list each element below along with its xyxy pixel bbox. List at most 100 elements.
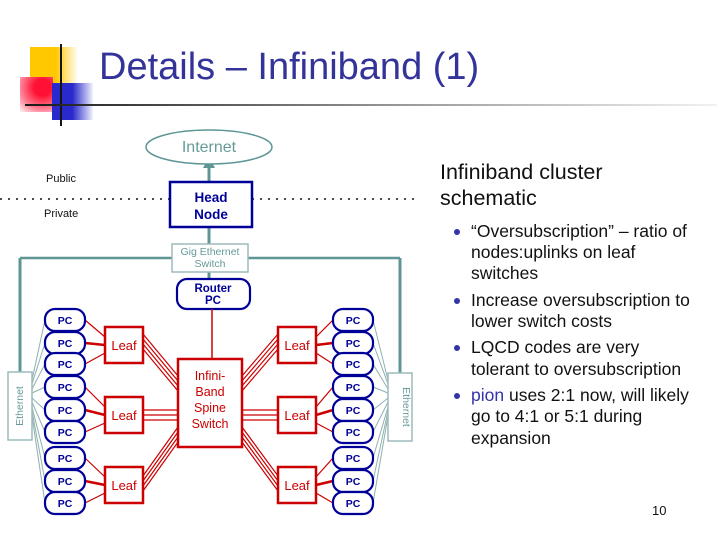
pc-label: PC	[346, 359, 361, 371]
leaf-spine-bundles	[142, 333, 279, 492]
pc-node: PC	[43, 445, 87, 471]
bullet-text: LQCD codes are very tolerant to oversubs…	[471, 337, 693, 380]
pc-label: PC	[346, 427, 361, 439]
pc-label: PC	[58, 453, 73, 465]
bullet-body: uses 2:1 now, will likely go to 4:1 or 5…	[471, 385, 689, 448]
page-number: 10	[652, 503, 667, 518]
pc-label: PC	[346, 382, 361, 394]
pc-label: PC	[58, 405, 73, 417]
leaf-label: Leaf	[111, 408, 137, 423]
bullet-item: Increase oversubscription to lower switc…	[454, 290, 712, 333]
content-heading: Infiniband cluster schematic	[440, 160, 603, 210]
ethernet-box-right: Ethernet	[387, 372, 413, 442]
bullet-item: “Oversubscription” – ratio of nodes:upli…	[454, 221, 712, 285]
slide-title: Details – Infiniband (1)	[99, 46, 480, 88]
ethernet-label: Ethernet	[400, 387, 412, 427]
pc-label: PC	[346, 338, 361, 350]
pc-label: PC	[346, 476, 361, 488]
bullet-dot-icon	[454, 393, 460, 399]
public-label: Public	[46, 173, 76, 185]
leaf-label: Leaf	[111, 338, 137, 353]
leaf-switch: Leaf	[276, 325, 318, 365]
bullet-highlight: pion	[471, 385, 505, 405]
pc-label: PC	[58, 476, 73, 488]
bullet-body: “Oversubscription” – ratio of nodes:upli…	[471, 220, 687, 284]
private-label: Private	[44, 208, 78, 220]
gig-ethernet-switch: Gig Ethernet Switch	[171, 243, 249, 273]
pc-label: PC	[346, 315, 361, 327]
leaf-label: Leaf	[284, 408, 310, 423]
pc-label: PC	[346, 498, 361, 510]
pc-label: PC	[58, 315, 73, 327]
bullet-dot-icon	[454, 345, 460, 352]
pc-node: PC	[331, 351, 375, 377]
router-pc-node: Router PC	[175, 277, 252, 311]
title-underline	[25, 104, 717, 106]
pc-node: PC	[331, 419, 375, 445]
leaf-label: Leaf	[284, 478, 310, 493]
pc-node: PC	[331, 445, 375, 471]
pc-label: PC	[58, 382, 73, 394]
infiniband-spine-switch: Infini- Band Spine Switch	[176, 357, 244, 449]
pc-node: PC	[331, 374, 375, 400]
pc-label: PC	[58, 359, 73, 371]
bullet-body: Increase oversubscription to lower switc…	[471, 289, 690, 331]
pc-node: PC	[43, 419, 87, 445]
deco-red-square	[20, 77, 53, 112]
pc-node: PC	[43, 490, 87, 516]
pc-node: PC	[43, 351, 87, 377]
head-node-label-1: Head	[194, 190, 227, 205]
pc-node: PC	[43, 374, 87, 400]
router-label-2: PC	[205, 295, 221, 307]
pc-label: PC	[346, 453, 361, 465]
internet-label: Internet	[182, 139, 237, 156]
spine-label-2: Band	[195, 385, 224, 399]
spine-label-1: Infini-	[195, 369, 226, 383]
pc-node: PC	[331, 307, 375, 333]
deco-vertical-line	[60, 44, 62, 126]
pc-label: PC	[58, 498, 73, 510]
internet-node: Internet	[145, 129, 273, 165]
leaf-switch: Leaf	[276, 465, 318, 505]
bullet-text: pion uses 2:1 now, will likely go to 4:1…	[471, 385, 693, 449]
pc-label: PC	[346, 405, 361, 417]
pc-node: PC	[43, 468, 87, 494]
pc-node: PC	[43, 397, 87, 423]
pc-node: PC	[331, 490, 375, 516]
leaf-switch: Leaf	[103, 395, 145, 435]
router-label-1: Router	[194, 283, 232, 295]
ethernet-box-left: Ethernet	[7, 371, 33, 441]
bullet-dot-icon	[454, 228, 460, 235]
pc-leaf-links-right	[315, 319, 334, 504]
pc-node: PC	[331, 468, 375, 494]
head-node-label-2: Node	[194, 207, 228, 222]
pc-label: PC	[58, 338, 73, 350]
spine-label-3: Spine	[194, 401, 226, 415]
pc-node: PC	[331, 330, 375, 356]
bullet-dot-icon	[454, 297, 460, 304]
network-diagram: Public Private Internet Head Node	[0, 129, 420, 516]
pc-node: PC	[43, 330, 87, 356]
gig-switch-label-2: Switch	[195, 258, 226, 270]
ethernet-label: Ethernet	[14, 386, 26, 426]
bullet-body: LQCD codes are very tolerant to oversubs…	[471, 337, 682, 379]
head-node: Head Node	[168, 180, 254, 229]
deco-blue-square	[52, 83, 93, 120]
leaf-switch: Leaf	[103, 465, 145, 505]
bullet-item: LQCD codes are very tolerant to oversubs…	[454, 337, 712, 380]
ethernet-fan-links	[31, 319, 389, 504]
pc-leaf-links-left	[84, 319, 106, 504]
public-private-boundary: Public Private	[0, 173, 420, 220]
leaf-label: Leaf	[111, 478, 137, 493]
spine-label-4: Switch	[192, 417, 229, 431]
pc-label: PC	[58, 427, 73, 439]
gig-switch-label-1: Gig Ethernet	[181, 246, 240, 258]
bullet-text: Increase oversubscription to lower switc…	[471, 290, 693, 333]
pc-node: PC	[43, 307, 87, 333]
leaf-switch: Leaf	[276, 395, 318, 435]
leaf-switch: Leaf	[103, 325, 145, 365]
bullet-list: “Oversubscription” – ratio of nodes:upli…	[440, 221, 712, 449]
content-block: Infiniband cluster schematic “Oversubscr…	[440, 160, 712, 454]
leaf-label: Leaf	[284, 338, 310, 353]
